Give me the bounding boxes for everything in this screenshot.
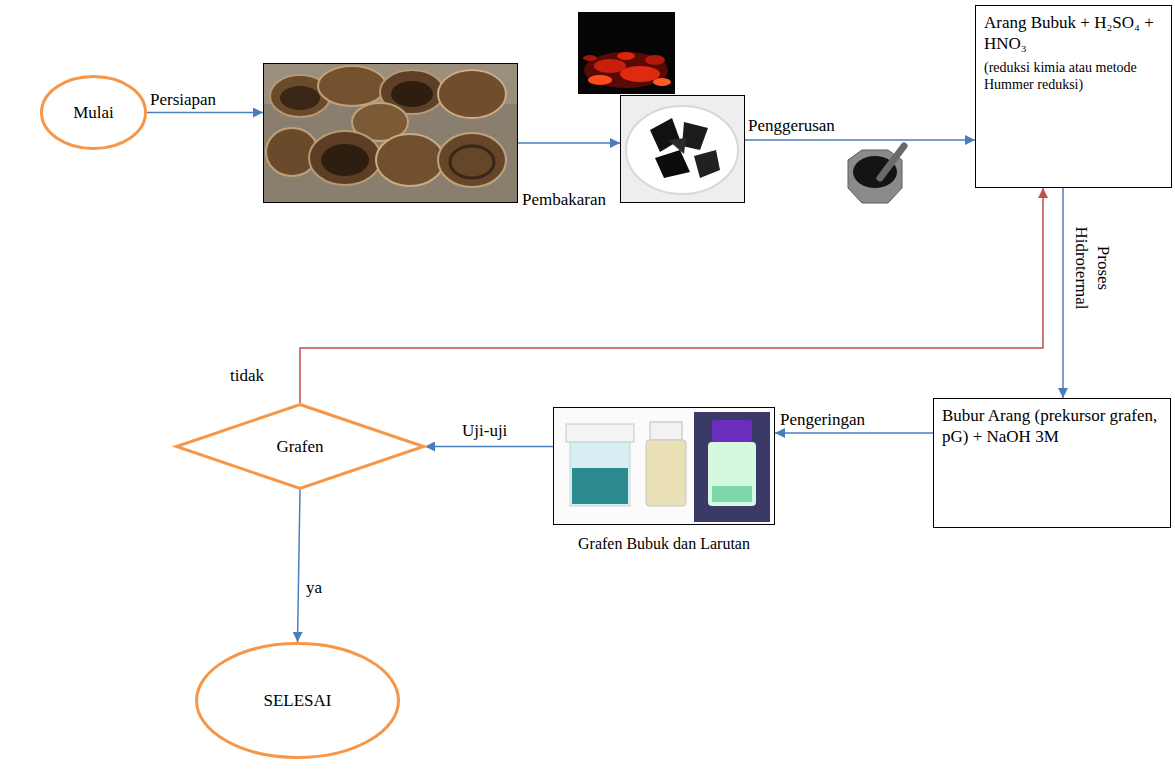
charcoal-photo [668,138,686,154]
coconut-photo [318,66,386,106]
flow-arrow [147,112,263,114]
flow-arrow [1062,188,1064,398]
fire-photo [578,12,675,94]
process-box: Arang Bubuk + H₂SO₄ + HNO₃ (reduksi kimia… [975,5,1172,188]
graphene-photo [712,420,752,442]
coconut-photo [391,81,433,107]
photo-box: Grafen Bubuk dan Larutan [553,407,775,525]
photo-box [620,95,745,203]
graphene-photo [566,424,634,442]
flow-arrow [775,432,933,434]
node-text: Mulai [73,102,114,123]
end-ellipse: SELESAI [195,642,400,759]
charcoal-photo [621,96,744,202]
mortar-pestle [880,146,904,178]
graphene-photo [708,442,756,506]
flow-arrow [300,188,1043,403]
coconut-photo [450,146,494,178]
edge-label: Proses Hidrotermal [1070,218,1114,318]
charcoal-photo [626,106,738,194]
edge-label: Pengeringan [780,410,865,430]
node-text: (reduksi kimia atau metode Hummer reduks… [984,59,1163,94]
coconut-photo [376,134,444,186]
mortar-pestle [848,146,904,203]
ellipse-outline [197,644,399,758]
graphene-photo [570,440,630,506]
edge-label: Penggerusan [748,116,835,136]
ellipse-outline [42,77,146,149]
fire-photo [617,52,635,60]
fire-photo [588,75,612,85]
flow-arrow [745,139,975,141]
fire-photo [583,55,597,61]
graphene-photo [554,408,774,524]
edge-label: tidak [230,366,264,386]
graphene-photo [646,440,686,506]
graphene-photo [554,408,774,524]
coconut-photo [321,144,369,176]
coconut-photo [309,131,381,185]
fire-photo [620,66,660,82]
charcoal-photo [694,150,720,178]
fire-photo [594,59,626,73]
coconut-photo [264,64,517,202]
node-text: Grafen Bubuk dan Larutan [534,534,794,554]
process-box: Bubur Arang (prekursor grafen, pG) + NaO… [933,398,1171,528]
flow-arrow [425,446,553,448]
fire-photo [578,12,675,94]
edge-label: Uji-uji [462,421,507,441]
decision-diamond: Grafen [175,403,425,490]
charcoal-photo [621,96,744,202]
photo-box [263,63,518,203]
start-ellipse: Mulai [40,75,147,150]
graphene-photo [694,412,770,522]
node-text: Arang Bubuk + H₂SO₄ + HNO₃ [984,12,1163,55]
flow-arrow [298,490,301,642]
node-text: Grafen [276,436,323,457]
edge-label: ya [306,578,322,598]
coconut-photo [264,64,517,202]
edge-label: Persiapan [150,90,216,110]
charcoal-photo [682,122,708,150]
graphene-photo [712,486,752,502]
coconut-photo [438,133,506,187]
flow-arrow [518,142,620,144]
graphene-photo [650,422,682,440]
fire-photo [653,78,671,86]
coconut-photo [280,86,320,110]
edge-label: Pembakaran [522,190,606,210]
diamond-outline [177,405,424,489]
node-text: Bubur Arang (prekursor grafen, pG) + NaO… [942,405,1162,448]
graphene-photo [572,468,628,504]
charcoal-photo [655,150,690,178]
charcoal-photo [650,118,680,152]
node-text: SELESAI [264,690,332,711]
fire-photo [645,55,665,65]
coconut-photo [438,70,506,118]
